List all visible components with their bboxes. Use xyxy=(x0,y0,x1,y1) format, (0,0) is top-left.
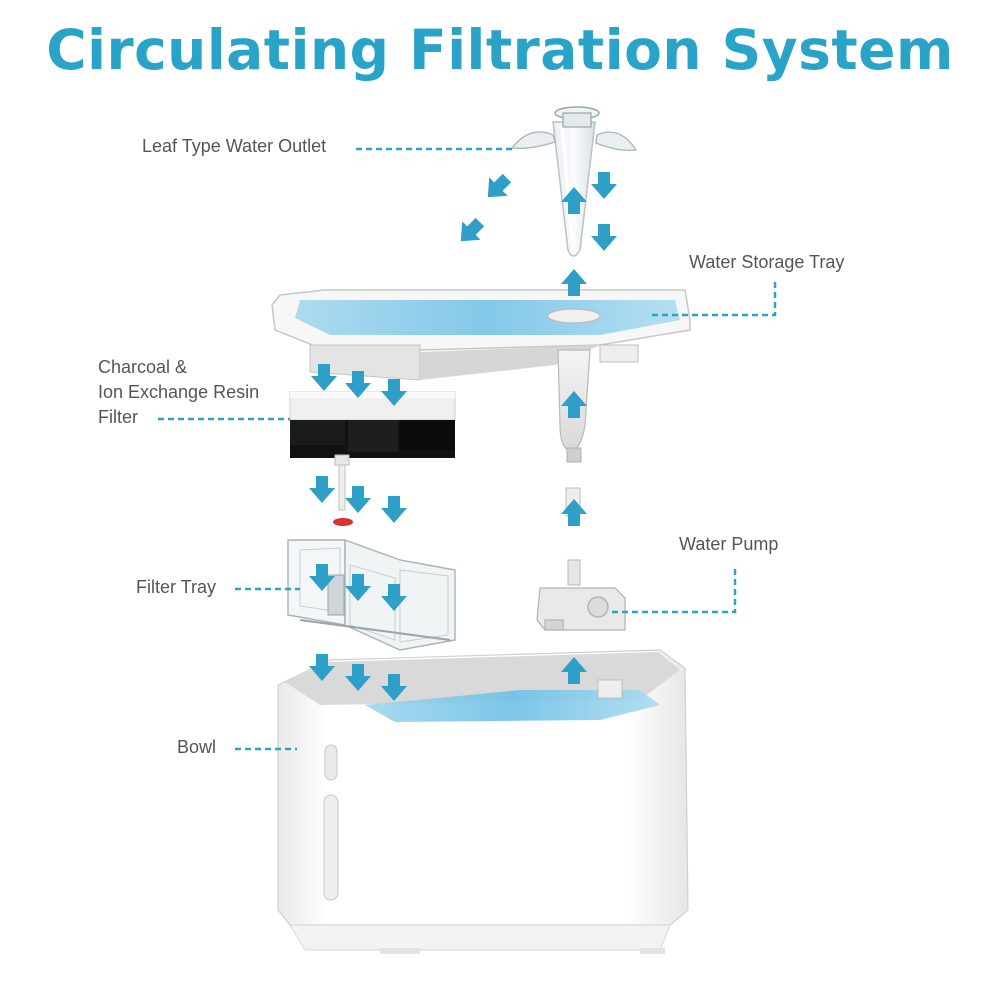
flow-arrow xyxy=(591,224,617,251)
flow-arrow xyxy=(381,496,407,523)
flow-arrow xyxy=(381,584,407,611)
bowl xyxy=(277,649,689,954)
label-charcoal-line-3: Filter xyxy=(98,407,138,427)
flow-arrow xyxy=(345,574,371,601)
page-title: Circulating Filtration System xyxy=(46,18,954,82)
flow-arrow xyxy=(591,172,617,199)
water-pump xyxy=(536,487,626,631)
flow-arrow xyxy=(345,486,371,513)
label-filter-tray: Filter Tray xyxy=(136,577,217,597)
label-charcoal-filter: Charcoal & Ion Exchange Resin Filter xyxy=(98,355,298,430)
label-leaf-water-outlet: Leaf Type Water Outlet xyxy=(142,136,327,156)
flow-arrow xyxy=(345,371,371,398)
flow-arrow xyxy=(309,564,335,591)
flow-arrow xyxy=(381,379,407,406)
leader-line-water-pump xyxy=(612,565,737,614)
label-charcoal-line-1: Charcoal & xyxy=(98,357,188,377)
label-charcoal-line-2: Ion Exchange Resin xyxy=(98,382,260,402)
flow-arrow xyxy=(561,269,587,296)
flow-arrow xyxy=(487,173,512,198)
flow-arrow xyxy=(561,187,587,214)
label-bowl: Bowl xyxy=(177,737,217,757)
flow-arrow xyxy=(345,664,371,691)
flow-arrow xyxy=(561,657,587,684)
label-water-storage-tray: Water Storage Tray xyxy=(689,252,845,272)
flow-arrow xyxy=(311,364,337,391)
label-water-pump: Water Pump xyxy=(679,534,779,554)
charcoal-filter xyxy=(289,391,456,458)
leaf-water-outlet xyxy=(510,106,638,257)
filter-pin xyxy=(333,454,353,526)
flow-arrow xyxy=(309,654,335,681)
flow-arrow xyxy=(381,674,407,701)
flow-arrows xyxy=(309,172,617,701)
filter-tray xyxy=(287,539,456,651)
water-storage-tray xyxy=(271,289,691,463)
flow-arrow xyxy=(309,476,335,503)
flow-arrow xyxy=(561,391,587,418)
flow-arrow xyxy=(460,217,485,242)
flow-arrow xyxy=(561,499,587,526)
leader-line-storage-tray xyxy=(652,278,777,317)
